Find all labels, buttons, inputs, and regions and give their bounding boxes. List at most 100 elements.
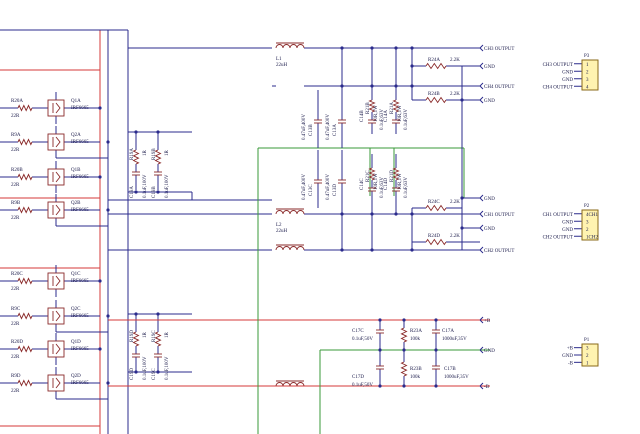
mosfet-symbol [47,168,65,186]
junction-dot [370,46,374,50]
gate-resistor-value: 22R [11,148,20,153]
inductor-l1-symbol [275,44,305,49]
junction-dot [106,314,110,318]
capacitor-ref: C17C [352,329,364,334]
zobel-resistor-ref: R21A [390,102,395,114]
junction-dot [106,140,110,144]
net-port-label: GND [484,65,495,70]
zobel-resistor-value: 10R,1W [374,105,379,122]
connector-pin-number: 3 [586,347,589,352]
output-resistor-symbol [425,96,447,104]
connector-ref: P1 [584,338,590,343]
mosfet-part: IRF6665 [71,175,89,180]
junction-dot [402,384,406,388]
zobel-resistor-symbol [392,99,400,113]
gate-resistor-ref: R9D [11,374,21,379]
filter-capacitor-value: 0.47uF,400V [302,174,307,200]
mosfet-symbol [47,272,65,290]
junction-dot [98,347,102,351]
junction-dot [394,46,398,50]
mosfet-part: IRF6665 [71,314,89,319]
gate-resistor-ref: R20D [11,340,23,345]
junction-dot [460,226,464,230]
gate-resistor-ref: R20B [11,168,23,173]
zobel-resistor-symbol [368,167,376,181]
junction-dot [134,190,138,194]
connector-pin-number: 4CH1 [586,213,598,218]
snubber-resistor-symbol [154,331,162,347]
snubber-resistor-symbol [132,149,140,165]
connector-pin-number: 2 [586,228,589,233]
connector-pin-label: +B [567,347,574,352]
connector-pin-number: 1 [586,361,589,366]
connector-pin-label: CH2 OUTPUT [543,235,573,240]
zobel-resistor-ref: R21C [366,170,371,182]
mosfet-channel [55,102,61,114]
junction-dot [434,318,438,322]
gate-resistor-symbol [17,277,33,285]
snubber-capacitor-value: 0.1uF,100V [143,356,148,380]
filter-capacitor-ref: C13B [309,124,314,136]
snubber-resistor-symbol [154,149,162,165]
mosfet-ref: Q1C [71,272,81,277]
gate-resistor-ref: R9A [11,133,21,138]
capacitor-ref: C17A [442,329,454,334]
junction-dot [340,248,344,252]
filter-capacitor-ref: C13A [333,124,338,136]
junction-dot [340,212,344,216]
inductor-ref: L2 [276,223,282,228]
mosfet-part: IRF6665 [71,106,89,111]
junction-dot [460,98,464,102]
connector-pin-label: -B [568,361,574,366]
snubber-resistor-ref: R19C [152,330,157,342]
snubber-resistor-value: 1R [143,150,148,157]
snubber-resistor-value: 1R [165,150,170,157]
gate-resistor-value: 22R [11,216,20,221]
junction-dot [106,381,110,385]
resistor-ref: R23B [410,367,422,372]
capacitor-value: 1000uF,35V [442,337,467,342]
output-resistor-value: 2.2K [450,200,460,205]
snubber-capacitor-value: 0.1uF,100V [165,174,170,198]
net-port-arrow [479,346,484,354]
net-port-label: CH4 OUTPUT [484,85,514,90]
filter-capacitor-value: 0.47uF,400V [326,114,331,140]
junction-dot [410,212,414,216]
connector-ref: P2 [584,204,590,209]
gate-resistor-symbol [17,173,33,181]
mosfet-symbol [47,340,65,358]
snubber-capacitor-value: 0.1uF,100V [143,174,148,198]
zobel-resistor-ref: R21B [366,102,371,114]
filter-capacitor-value: 0.47uF,400V [326,174,331,200]
junction-dot [410,84,414,88]
gate-resistor-value: 22R [11,287,20,292]
gate-resistor-symbol [17,345,33,353]
output-resistor-value: 2.2K [450,234,460,239]
net-port-label: CH3 OUTPUT [484,47,514,52]
zobel-resistor-ref: R21D [390,170,395,182]
output-resistor-symbol [425,238,447,246]
zobel-capacitor-value: 0.1uF,63V [404,177,409,198]
mosfet-channel [55,136,61,148]
connector-pin-label: GND [562,354,573,359]
junction-dot [378,318,382,322]
mosfet-symbol [47,374,65,392]
wires [0,29,582,434]
filter-capacitor-ref: C13D [333,184,338,196]
mosfet-ref: Q1A [71,99,81,104]
zobel-resistor-value: 10R,1W [398,105,403,122]
gate-resistor-symbol [17,379,33,387]
zobel-capacitor-ref: C14D [384,178,389,190]
resistor-value: 100k [410,375,421,380]
junction-dot [98,279,102,283]
mosfet-symbol [47,307,65,325]
capacitor-ref: C17B [444,367,456,372]
connector-pin-number: 2 [586,70,589,75]
gate-resistor-symbol [17,312,33,320]
gate-resistor-value: 22R [11,183,20,188]
junction-dot [410,64,414,68]
mosfet-channel [55,310,61,322]
zobel-capacitor-value: 0.1uF,63V [380,109,385,130]
net-port-arrow [479,44,484,52]
